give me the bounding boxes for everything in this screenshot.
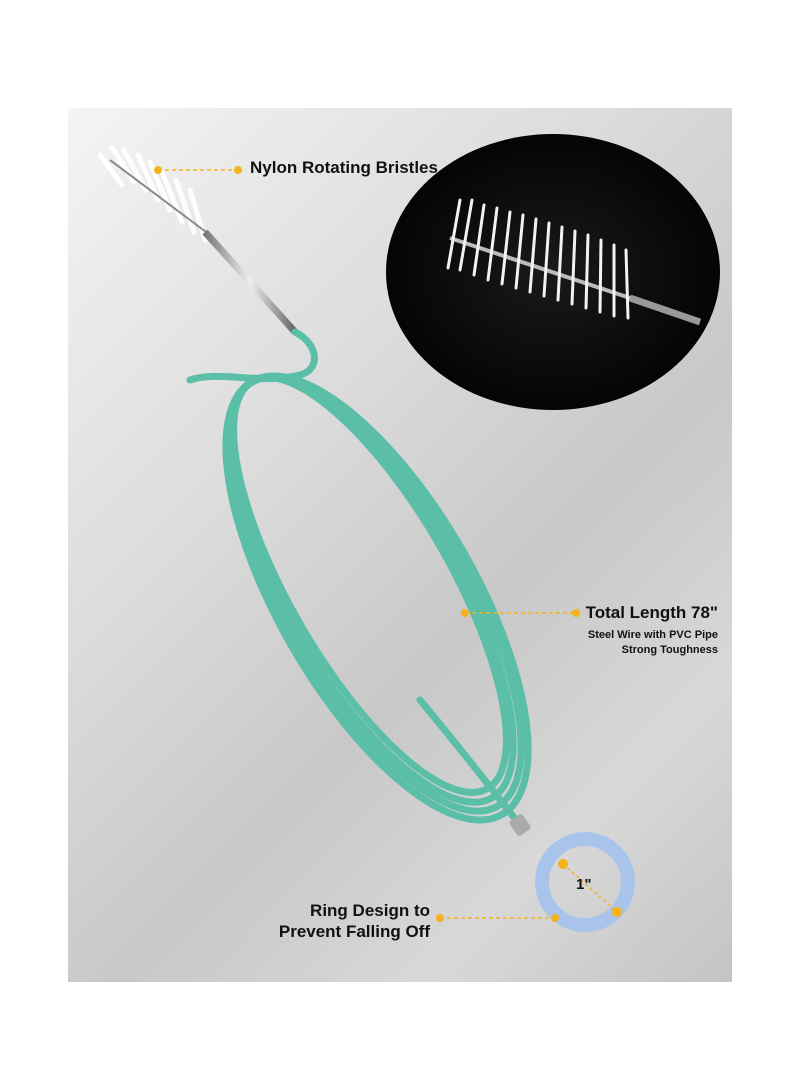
ring-size-label: 1" [576, 876, 592, 893]
material-callout: Steel Wire with PVC Pipe Strong Toughnes… [588, 628, 718, 659]
bristles-callout: Nylon Rotating Bristles [250, 158, 438, 177]
ring-callout-line-1: Ring Design to [310, 901, 430, 920]
bristles-closeup [386, 134, 720, 410]
callout-lines [158, 169, 576, 919]
toughness-line: Strong Toughness [621, 644, 718, 657]
material-line: Steel Wire with PVC Pipe [587, 629, 718, 641]
ring-handle [509, 814, 635, 932]
ring-callout-line-2: Prevent Falling Off [278, 922, 430, 942]
ring-callout: Ring Design to Prevent Falling Off [279, 900, 430, 943]
green-tube-coil [186, 328, 532, 829]
length-callout: Total Length 78" [585, 603, 718, 622]
callout-dots [154, 166, 580, 922]
brush-head [97, 145, 298, 335]
